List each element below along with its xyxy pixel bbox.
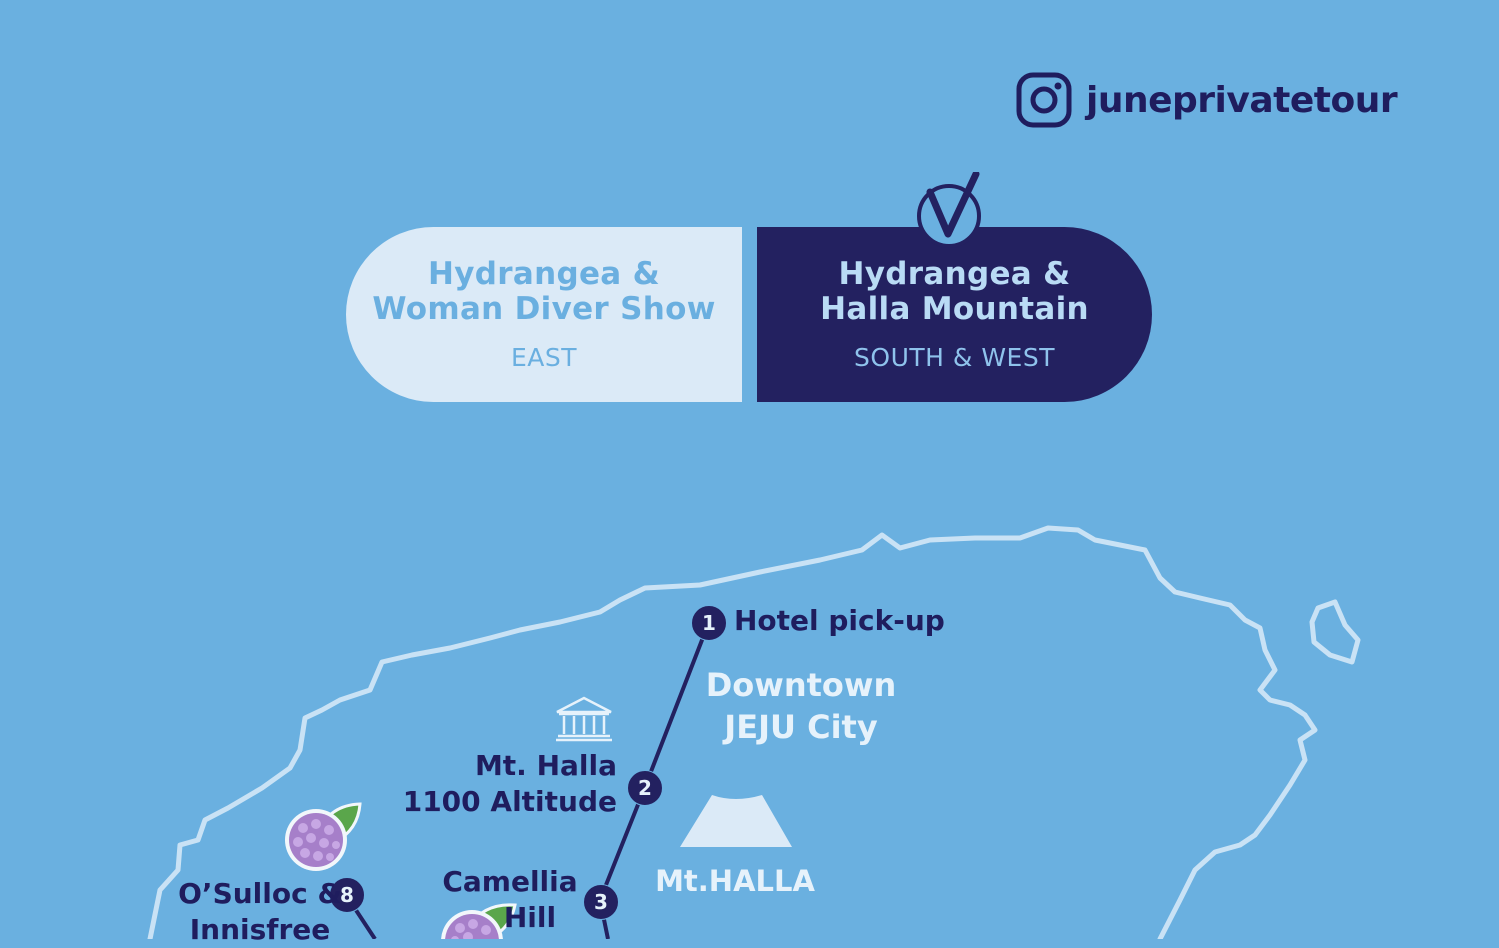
udo-island — [1309, 599, 1361, 665]
stop-label-line2: Innisfree — [189, 913, 331, 946]
island-coastline — [147, 525, 1318, 939]
place-label-mt-halla: Mt.HALLA — [655, 864, 815, 898]
stop-label-mt-halla: Mt. Halla 1100 Altitude — [400, 748, 617, 820]
tab-east-tour[interactable]: Hydrangea & Woman Diver Show EAST — [346, 227, 742, 402]
instagram-link[interactable]: juneprivatetour — [1016, 72, 1398, 128]
stop-label-camellia-hill: Camellia Hill — [430, 864, 590, 936]
instagram-handle: juneprivatetour — [1086, 79, 1398, 121]
instagram-icon — [1016, 72, 1072, 128]
tab-title-line2: Halla Mountain — [820, 291, 1089, 327]
stop-label-line1: Camellia — [442, 865, 578, 898]
stop-marker[interactable]: 1 — [691, 605, 727, 641]
hydrangea-flower-icon — [441, 903, 517, 939]
tab-south-west-tour[interactable]: Hydrangea & Halla Mountain SOUTH & WEST — [757, 227, 1152, 402]
unesco-icon — [556, 696, 612, 742]
place-label-line1: Downtown — [705, 666, 897, 704]
stop-label-line2: 1100 Altitude — [402, 785, 617, 818]
stop-marker[interactable]: 2 — [627, 770, 663, 806]
place-label-line2: JEJU City — [724, 708, 878, 746]
stop-label-line1: Mt. Halla — [474, 749, 617, 782]
mountain-icon — [680, 795, 792, 847]
stop-label-hotel-pickup: Hotel pick-up — [734, 604, 945, 637]
stop-marker[interactable]: 3 — [583, 884, 619, 920]
place-label-downtown: Downtown JEJU City — [690, 664, 912, 748]
stop-label-osulloc: O’Sulloc & Innisfree — [170, 876, 350, 948]
tab-title-line1: Hydrangea & — [838, 256, 1071, 292]
tab-region: SOUTH & WEST — [854, 343, 1055, 372]
tab-title-line1: Hydrangea & — [428, 256, 660, 292]
tab-region: EAST — [510, 343, 578, 372]
tour-selector: Hydrangea & Woman Diver Show EAST Hydran… — [346, 227, 1152, 402]
tab-title-line2: Woman Diver Show — [372, 291, 716, 327]
stop-label-line1: O’Sulloc & — [178, 877, 342, 910]
stop-marker[interactable]: 8 — [329, 877, 365, 913]
hydrangea-flower-icon — [285, 802, 362, 871]
check-mark-icon — [917, 172, 981, 248]
stop-label-line2: Hill — [503, 901, 557, 934]
